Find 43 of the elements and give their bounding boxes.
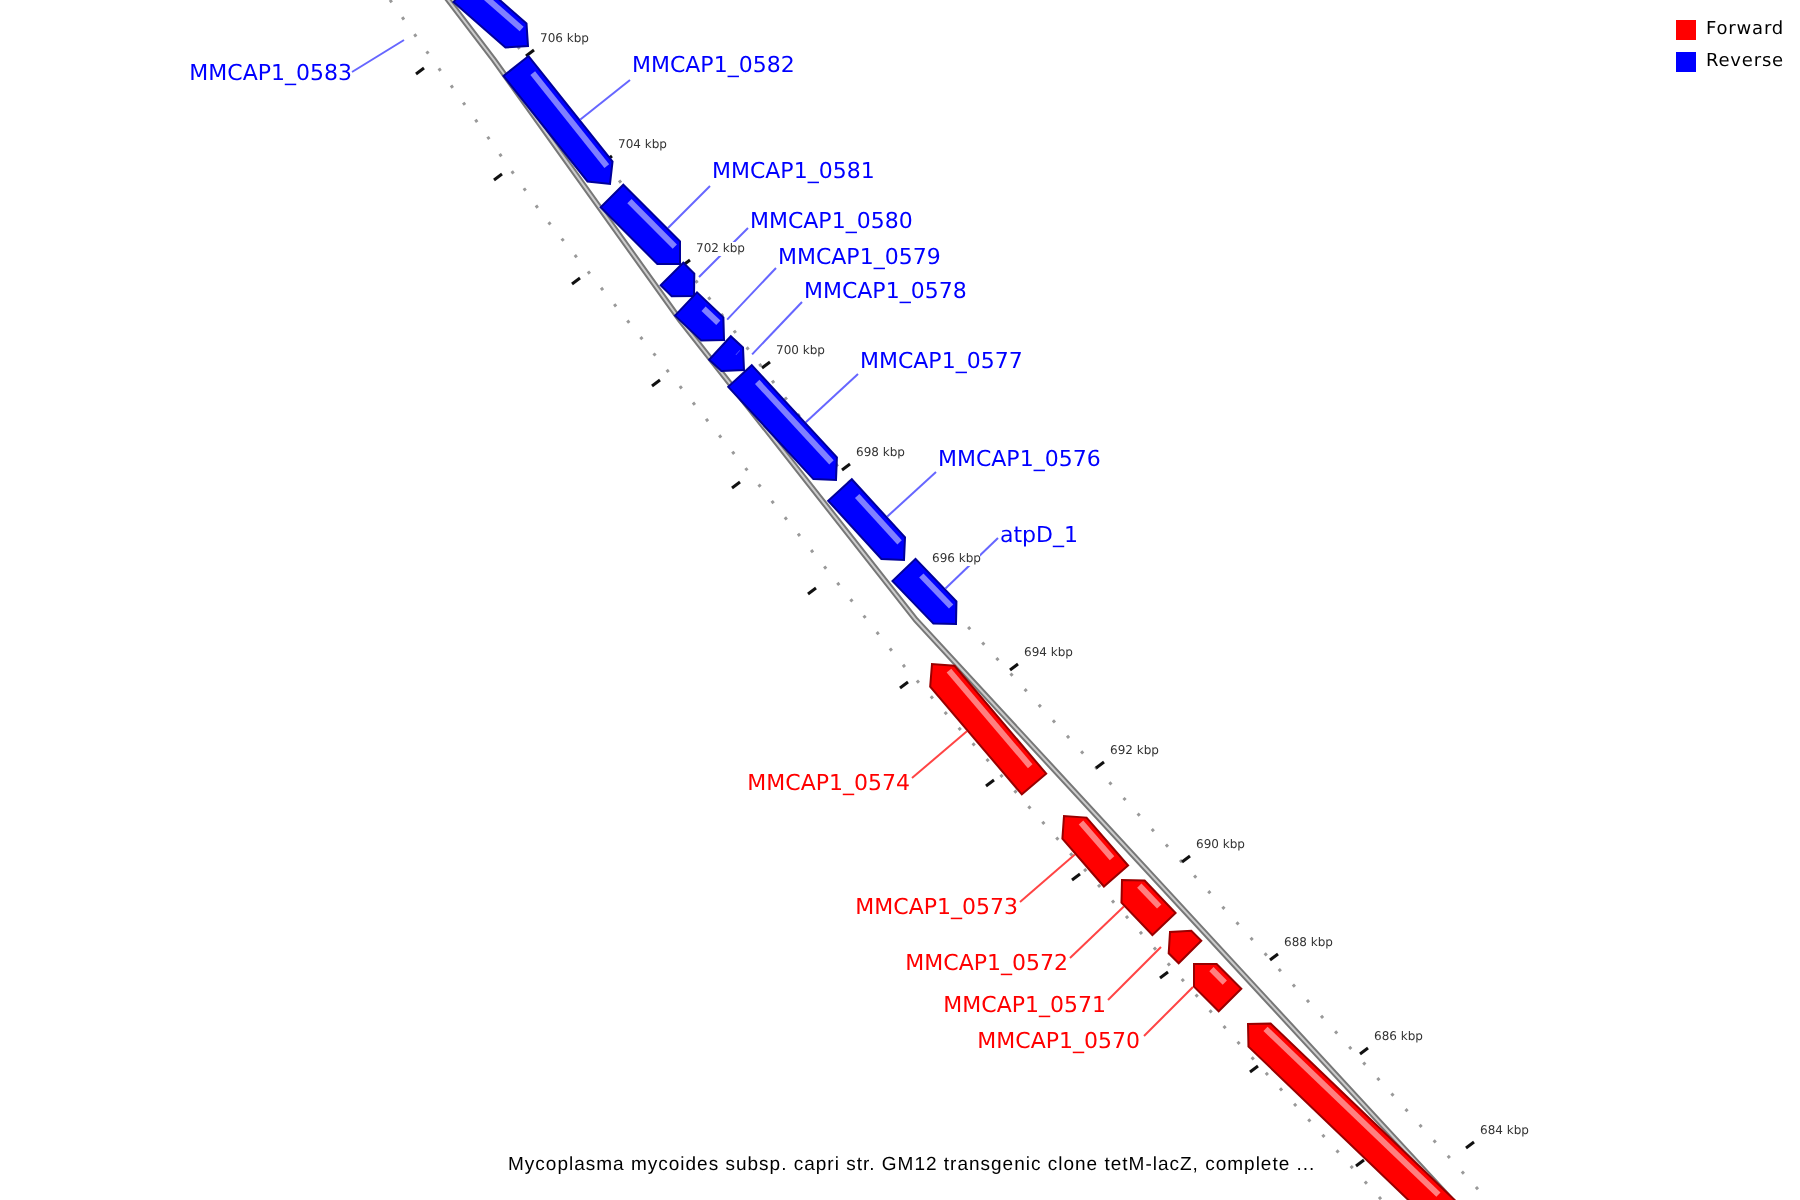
gene-bar [1167,929,1203,965]
gene-bar [1193,963,1243,1013]
leader-line [1019,853,1076,903]
leader-line [751,301,803,356]
gene-label: MMCAP1_0570 [977,1028,1140,1054]
gene-label: MMCAP1_0578 [804,278,967,304]
leader-line [886,471,937,518]
gene-label: MMCAP1_0571 [943,992,1106,1018]
gene-bar [452,0,530,49]
leader-line [351,39,405,73]
gene-bar [929,662,1048,796]
gene-label: MMCAP1_0574 [747,770,910,796]
gene-bar [659,261,696,298]
leader-line [1143,986,1194,1037]
gene-bar [891,557,958,625]
gene-label: MMCAP1_0572 [905,950,1068,976]
leader-line [911,730,968,779]
gene-bar [1120,878,1177,937]
leader-line [667,185,711,229]
gene-label: MMCAP1_0573 [855,894,1018,920]
gene-bar [502,54,614,186]
gene-label: MMCAP1_0577 [860,348,1023,374]
leader-line [804,373,859,424]
gene-label: MMCAP1_0583 [189,60,352,86]
leader-line [1107,946,1162,1001]
gene-bar [599,183,681,265]
legend-label: Forward [1706,20,1784,42]
gene-label: MMCAP1_0580 [750,208,913,234]
gene-label: MMCAP1_0582 [632,52,795,78]
legend-label: Reverse [1706,52,1784,74]
gene-bar [707,334,746,372]
gene-bar [673,290,726,342]
gene-label: MMCAP1_0581 [712,158,875,184]
leader-line [1069,905,1125,959]
gene-label: MMCAP1_0576 [938,446,1101,472]
gene-label: atpD_1 [1000,522,1079,548]
caption: Mycoplasma mycoides subsp. capri str. GM12 transgenic clone tetM-lacZ, complete ... [508,1154,1316,1178]
gene-bar [826,477,907,562]
leader-line [726,267,777,321]
gene-bar [726,363,838,482]
gene-label: MMCAP1_0579 [778,244,941,270]
leader-line [579,79,631,121]
gene-bar [1061,814,1130,888]
